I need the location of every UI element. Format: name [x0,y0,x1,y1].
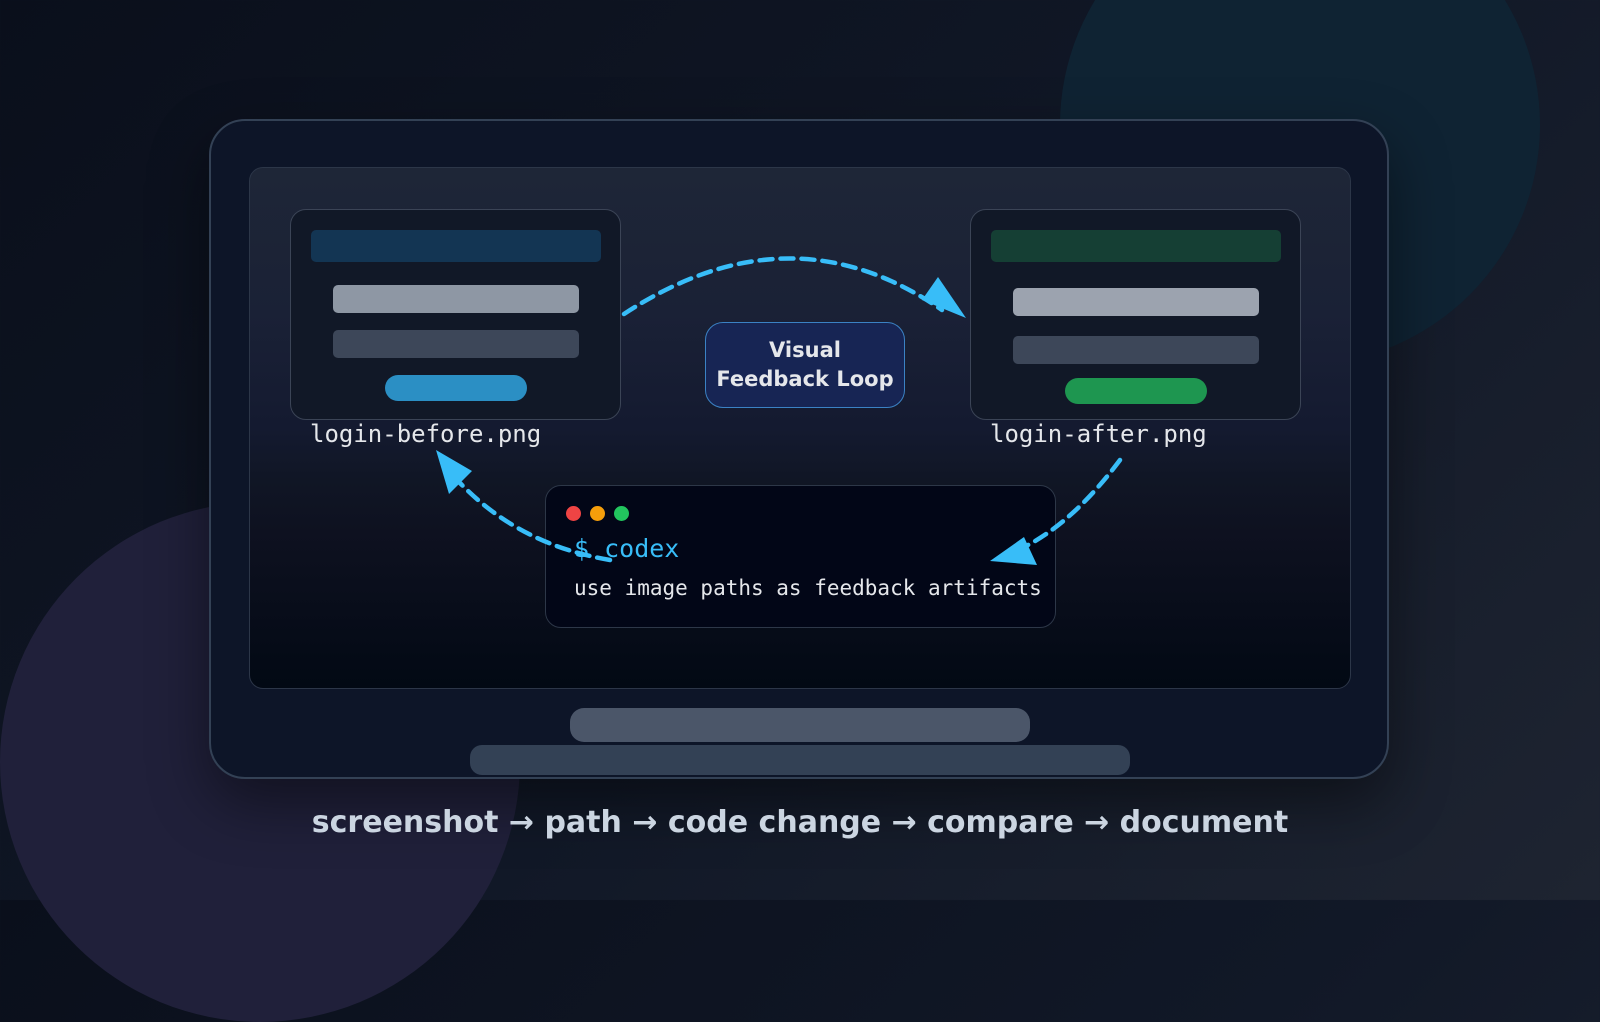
login-before-mockup [290,209,621,420]
mockup-submit-button [1065,378,1207,404]
mockup-header-bar [991,230,1281,262]
workflow-caption: screenshot → path → code change → compar… [311,805,1289,840]
terminal-maximize-dot [614,506,629,521]
laptop-stand-neck [570,708,1030,742]
terminal-window: $ codex use image paths as feedback arti… [545,485,1056,628]
laptop-stand-base [470,745,1130,775]
mockup-submit-button [385,375,527,401]
mockup-input-field [1013,336,1259,364]
terminal-close-dot [566,506,581,521]
terminal-minimize-dot [590,506,605,521]
before-filename: login-before.png [310,420,542,448]
mockup-input-field [1013,288,1259,316]
login-after-mockup [970,209,1301,420]
loop-label-line1: Visual [769,338,841,362]
after-filename: login-after.png [990,420,1207,448]
terminal-output: use image paths as feedback artifacts [574,576,1042,600]
terminal-command: $ codex [574,534,680,563]
feedback-loop-label: Visual Feedback Loop [705,322,905,408]
loop-label-line2: Feedback Loop [716,367,894,391]
mockup-input-field [333,285,579,313]
mockup-input-field [333,330,579,358]
mockup-header-bar [311,230,601,262]
